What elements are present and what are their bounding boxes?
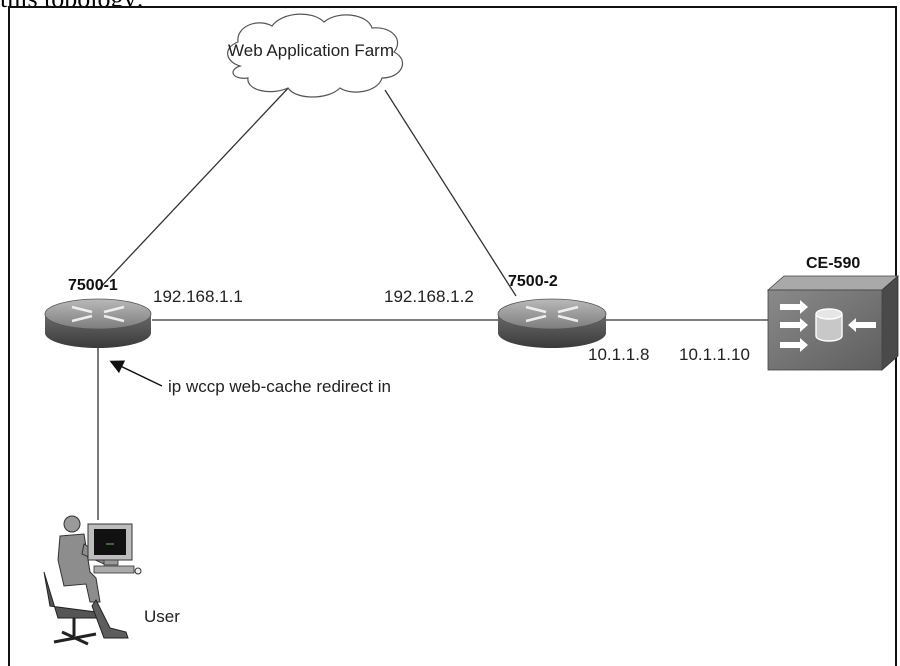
cache-engine-icon xyxy=(766,275,900,371)
caption-fragment: this topology: xyxy=(0,0,144,12)
router-7500-1-ip: 192.168.1.1 xyxy=(153,287,243,306)
user-workstation-icon xyxy=(43,515,142,646)
router-7500-2-ip: 192.168.1.2 xyxy=(384,287,474,306)
cache-engine-ip: 10.1.1.10 xyxy=(679,345,750,364)
wccp-annotation: ip wccp web-cache redirect in xyxy=(168,377,391,396)
router-icon-7500-2 xyxy=(497,298,607,348)
router-icon-7500-1 xyxy=(44,298,152,348)
links xyxy=(97,83,768,520)
cloud-icon xyxy=(227,13,404,98)
link-cloud-7500-2 xyxy=(384,89,517,297)
cloud-label: Web Application Farm xyxy=(228,41,394,60)
user-label: User xyxy=(144,607,180,626)
annotation-arrow-icon xyxy=(109,360,163,387)
diagram-frame xyxy=(8,6,897,666)
link-cloud-7500-1 xyxy=(97,83,293,291)
router-7500-2-cache-ip: 10.1.1.8 xyxy=(588,345,649,364)
router-7500-1-name: 7500-1 xyxy=(68,277,118,294)
cache-engine-name: CE-590 xyxy=(806,255,860,272)
router-7500-2-name: 7500-2 xyxy=(508,273,558,290)
